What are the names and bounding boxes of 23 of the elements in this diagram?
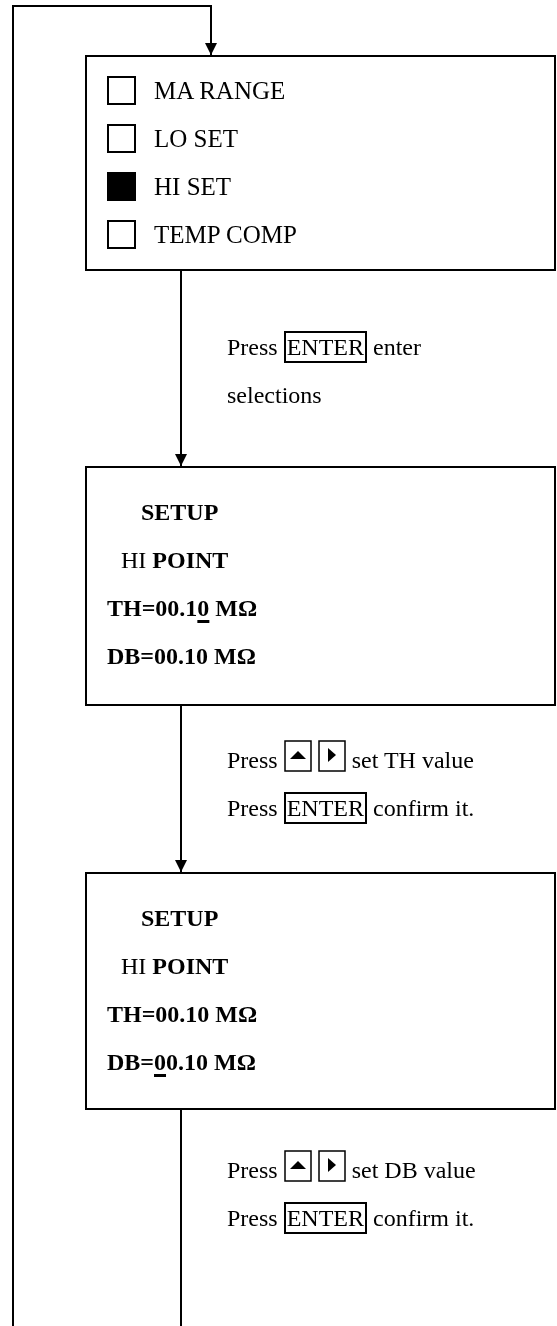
display-value: DB=00.10 MΩ [107, 644, 256, 668]
instruction-text: Press ENTER enter selections [227, 323, 477, 419]
display-heading: HI POINT [121, 548, 229, 572]
instruction-text: Press ENTER confirm it. [227, 784, 475, 832]
display-value: TH=00.10 MΩ [107, 1002, 258, 1026]
connector-arrow [175, 270, 187, 467]
display-heading: HI POINT [121, 954, 229, 978]
setup-screen-box [85, 872, 556, 1110]
instruction-text: Press set TH value [227, 736, 474, 784]
connector-arrow [12, 5, 217, 1326]
setup-screen-box [85, 466, 556, 706]
display-heading: SETUP [141, 906, 219, 930]
connector-arrow [175, 705, 187, 873]
instruction-text: Press set DB value [227, 1146, 476, 1194]
menu-option: LO SET [154, 125, 239, 151]
display-heading: SETUP [141, 500, 219, 524]
display-value: TH=00.10 MΩ [107, 596, 258, 620]
menu-option: TEMP COMP [154, 221, 297, 247]
display-value: DB=00.10 MΩ [107, 1050, 256, 1074]
instruction-text: Press ENTER confirm it. [227, 1194, 475, 1242]
menu-screen-box [85, 55, 556, 271]
menu-option: MA RANGE [154, 77, 286, 103]
menu-option: HI SET [154, 173, 232, 199]
